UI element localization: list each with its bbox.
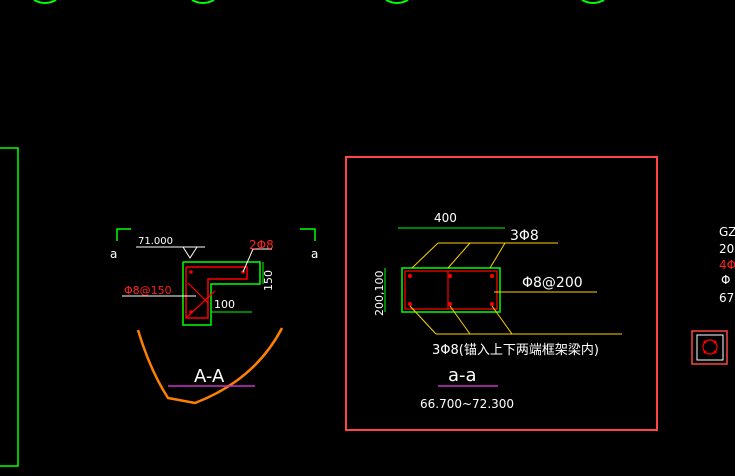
detail-stirrup-label: Φ8@200 (522, 275, 583, 291)
section-detail-range: 66.700~72.300 (420, 397, 514, 411)
detail-rebar-dot (490, 302, 494, 306)
column-rebar-dot (713, 350, 717, 354)
detail-rebar-dot (448, 274, 452, 278)
selection-frame[interactable] (345, 156, 658, 431)
rebar-dot (189, 310, 193, 314)
top-rebar-leader-a (411, 242, 439, 269)
rebar-dot (189, 270, 193, 274)
left-frame (0, 147, 19, 467)
beam-section-outline (182, 261, 261, 326)
detail-top-rebar-label: 3Φ8 (510, 228, 539, 244)
top-rebar-leader-c (489, 242, 506, 269)
column-note-line2: 20 (719, 242, 734, 256)
detail-height-label: 200,100 (373, 271, 386, 317)
detail-bottom-rebar-label: 3Φ8(锚入上下两端框架梁内) (432, 342, 599, 358)
height-dim-label: 150 (262, 270, 275, 291)
detail-section-outline (401, 267, 501, 313)
detail-rebar-dot (448, 302, 452, 306)
top-rebar-label: 2Φ8 (249, 238, 274, 252)
section-a-a[interactable]: a a 71.000 2Φ8 Φ8@150 100 150 A-A (110, 228, 318, 405)
column-stirrup-icon (702, 339, 718, 355)
top-rebar-leader-b (447, 242, 471, 269)
top-rebar-leader (242, 248, 272, 273)
column-rebar-dot (703, 340, 707, 344)
top-marker-1 (33, 0, 57, 4)
column-box-inner (696, 334, 724, 361)
detail-rebar-dot (490, 274, 494, 278)
column-rebar-dot (713, 340, 717, 344)
column-box-outer (691, 330, 728, 365)
top-marker-4 (581, 0, 605, 4)
bottom-rebar-leader-a (409, 305, 437, 335)
section-a-title: A-A (194, 366, 225, 387)
top-marker-3 (385, 0, 409, 4)
column-note-line1: GZ (719, 225, 735, 239)
ground-curve (136, 327, 284, 405)
column-rebar-dot (703, 350, 707, 354)
bottom-rebar-leader-b (449, 305, 471, 335)
column-note-line5: 67 (719, 291, 734, 305)
section-detail-title: a-a (448, 365, 477, 386)
top-markers (33, 0, 605, 4)
elevation-triangle (182, 246, 198, 259)
column-note-line4: Φ (721, 273, 730, 287)
detail-width-label: 400 (434, 211, 457, 225)
stirrup-tie (187, 282, 209, 304)
column-note[interactable]: GZ 20 4Φ Φ 67 (691, 225, 735, 365)
bottom-rebar-leader-c (491, 305, 513, 335)
column-note-line3: 4Φ (719, 258, 735, 272)
detail-rebar-dot (408, 274, 412, 278)
section-cut-mark-left (116, 228, 131, 241)
stirrup-label: Φ8@150 (124, 284, 172, 297)
top-marker-2 (191, 0, 215, 4)
section-mark-left: a (110, 247, 117, 261)
section-a-detail[interactable]: 400 200,100 3Φ8 Φ8@200 3Φ8(锚入上下两端框架梁内) a… (345, 156, 658, 431)
section-cut-mark-right (300, 228, 316, 241)
detail-rebar-dot (408, 302, 412, 306)
elevation-label: 71.000 (138, 236, 173, 247)
section-mark-right: a (311, 247, 318, 261)
detail-stirrup (404, 270, 498, 310)
width-dim-label: 100 (214, 298, 235, 311)
